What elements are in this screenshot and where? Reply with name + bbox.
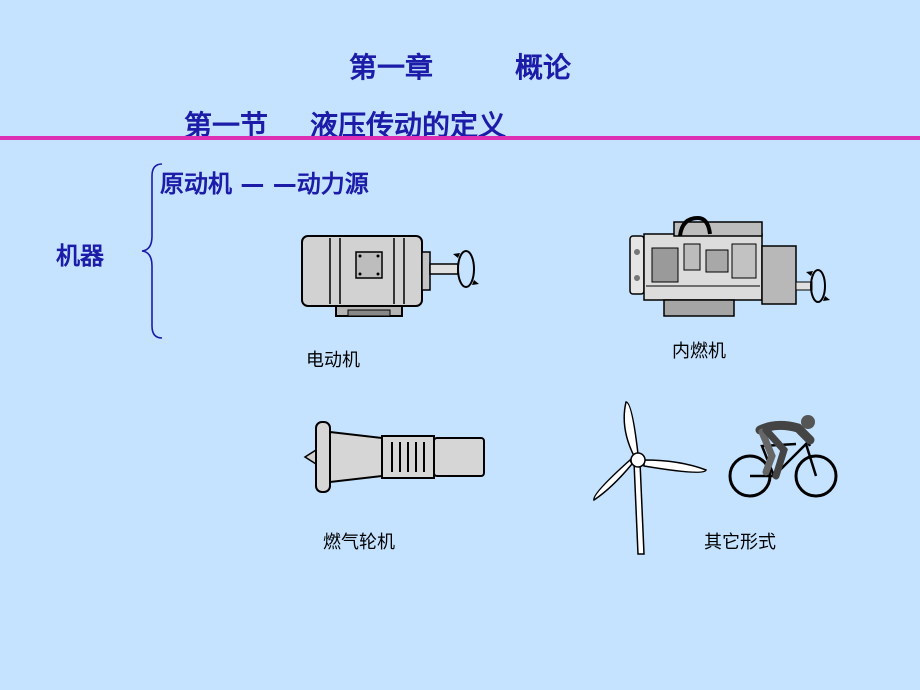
machine-label: 机器 [56, 242, 104, 270]
wind-turbine-icon [593, 401, 707, 555]
cyclist-icon [728, 415, 838, 498]
prime-mover-label: 原动机 — —动力源 [160, 170, 369, 198]
combustion-engine-caption: 内燃机 [672, 341, 726, 362]
electric-motor-icon [301, 235, 479, 317]
chapter-title: 第一章 概论 [0, 46, 920, 86]
other-forms-caption: 其它形式 [704, 532, 776, 553]
combustion-engine-icon [629, 215, 830, 317]
electric-motor-caption: 电动机 [306, 350, 360, 371]
title-divider [0, 136, 920, 140]
chapter-name: 概论 [515, 51, 572, 84]
curly-brace-icon [141, 163, 163, 339]
gas-turbine-caption: 燃气轮机 [323, 532, 395, 553]
chapter-number: 第一章 [348, 51, 433, 84]
gas-turbine-icon [303, 421, 485, 493]
